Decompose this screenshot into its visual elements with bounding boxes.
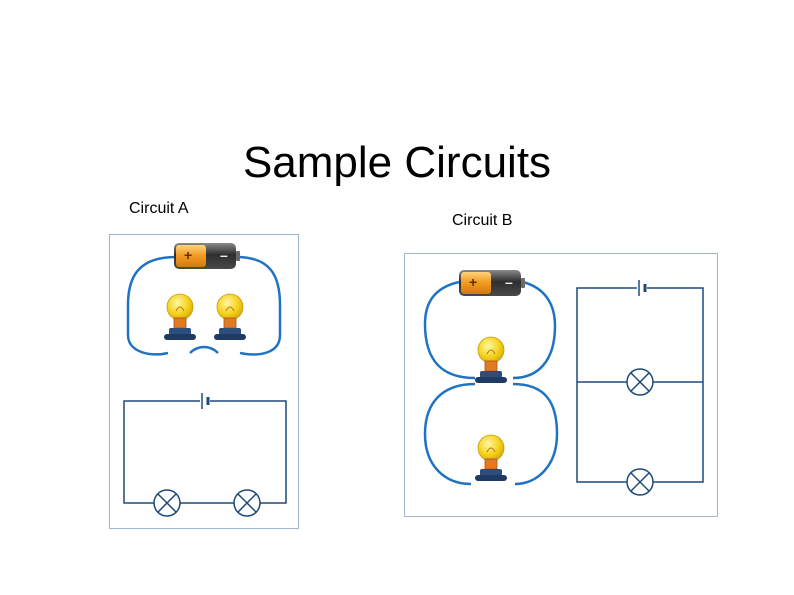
circuit-b-wire-bottom-right <box>512 382 559 486</box>
circuit-a-caption: Circuit A <box>129 200 189 217</box>
circuit-a-wire-loop <box>126 255 177 356</box>
circuit-a-battery: + – <box>174 243 240 269</box>
circuit-b-diagram: + – <box>423 270 704 496</box>
circuit-b-caption: Circuit B <box>452 212 513 229</box>
circuit-b-wire-top-left <box>423 280 476 380</box>
circuit-a-diagram: + – <box>123 243 287 517</box>
circuit-a-bulb-1 <box>164 293 196 340</box>
circuit-a-lamp-1 <box>153 489 181 517</box>
circuit-b-schematic <box>576 280 704 496</box>
circuit-b-battery-minus: – <box>505 274 513 290</box>
circuit-a-battery-plus: + <box>184 247 192 263</box>
circuit-b-battery-plus: + <box>469 274 477 290</box>
circuit-a-bulb-2 <box>214 293 246 340</box>
circuit-b-lamp-1 <box>626 368 654 396</box>
circuit-b-wire-bottom-left <box>423 382 476 486</box>
circuit-b-schematic-wire <box>576 287 704 483</box>
circuit-a-wire-right <box>235 255 282 356</box>
circuit-b-wire-top-right <box>512 280 557 380</box>
circuit-a-battery-minus: – <box>220 247 228 263</box>
circuit-a-wire-bridge <box>189 345 219 354</box>
circuit-a-panel: + – <box>109 234 299 529</box>
circuit-b-bulb-1 <box>475 336 507 383</box>
circuit-b-lamp-2 <box>626 468 654 496</box>
circuit-b-panel: + – <box>404 253 718 517</box>
slide-title: Sample Circuits <box>242 138 552 187</box>
circuit-a-schematic-wire <box>123 400 287 504</box>
circuit-b-bulb-2 <box>475 434 507 481</box>
circuit-a-schematic <box>123 393 287 517</box>
circuit-a-lamp-2 <box>233 489 261 517</box>
circuit-b-battery: + – <box>459 270 525 296</box>
